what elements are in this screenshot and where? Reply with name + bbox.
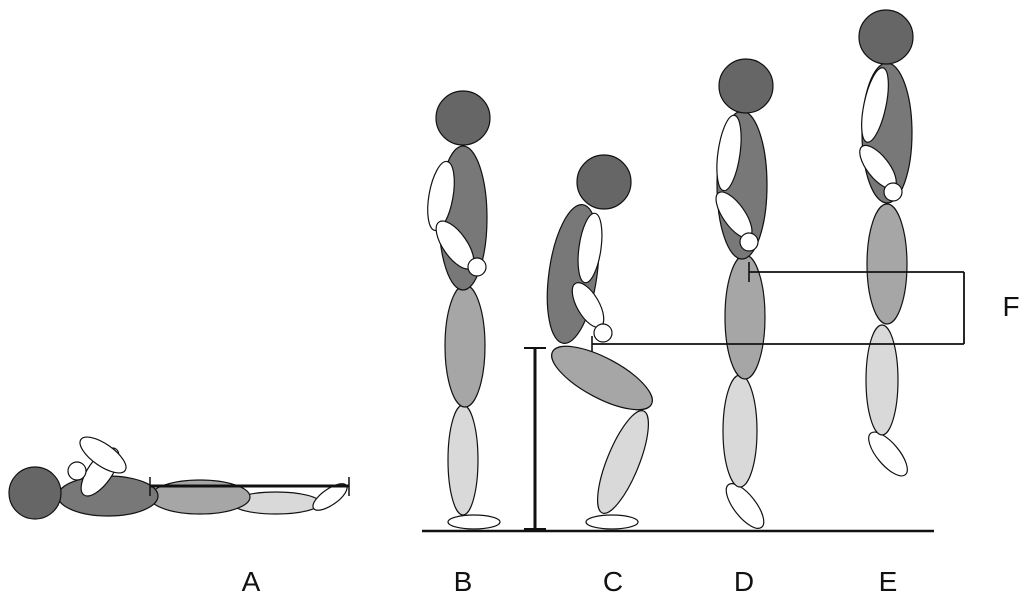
label-e: E bbox=[879, 566, 898, 597]
label-f: F bbox=[1002, 291, 1019, 322]
figure-e-foot bbox=[862, 426, 914, 482]
figure-c-foot bbox=[586, 515, 638, 529]
figure-b-standing bbox=[423, 91, 500, 529]
figure-b-thigh bbox=[445, 285, 485, 407]
figure-e-airborne bbox=[853, 10, 913, 482]
figure-d-foot bbox=[720, 478, 771, 534]
figure-d-head bbox=[719, 59, 773, 113]
figure-d-thigh bbox=[725, 255, 765, 379]
squat-height-marker bbox=[524, 348, 546, 531]
figure-e-head bbox=[859, 10, 913, 64]
figure-a-foot bbox=[309, 479, 351, 515]
figure-b-head bbox=[436, 91, 490, 145]
figure-d-takeoff bbox=[710, 59, 773, 534]
label-a: A bbox=[242, 566, 261, 597]
label-b: B bbox=[454, 566, 473, 597]
figure-c-head bbox=[577, 155, 631, 209]
figure-b-hand bbox=[468, 258, 486, 276]
figure-e-shin bbox=[866, 325, 898, 435]
figure-c-shin bbox=[588, 405, 659, 519]
displacement-bracket-f bbox=[592, 262, 964, 352]
figure-b-shin bbox=[448, 405, 478, 515]
figure-a-lying bbox=[9, 431, 351, 519]
figure-e-hand bbox=[884, 183, 902, 201]
figure-c-thigh bbox=[543, 334, 661, 422]
figure-c-hand bbox=[594, 324, 612, 342]
figure-c-squat bbox=[539, 155, 660, 529]
figure-b-foot bbox=[448, 515, 500, 529]
label-d: D bbox=[734, 566, 754, 597]
figure-e-thigh bbox=[867, 204, 907, 324]
figure-d-shin bbox=[723, 375, 757, 487]
label-c: C bbox=[603, 566, 623, 597]
figure-a-head bbox=[9, 467, 61, 519]
figure-d-hand bbox=[740, 233, 758, 251]
figure-a-hand bbox=[68, 462, 86, 480]
